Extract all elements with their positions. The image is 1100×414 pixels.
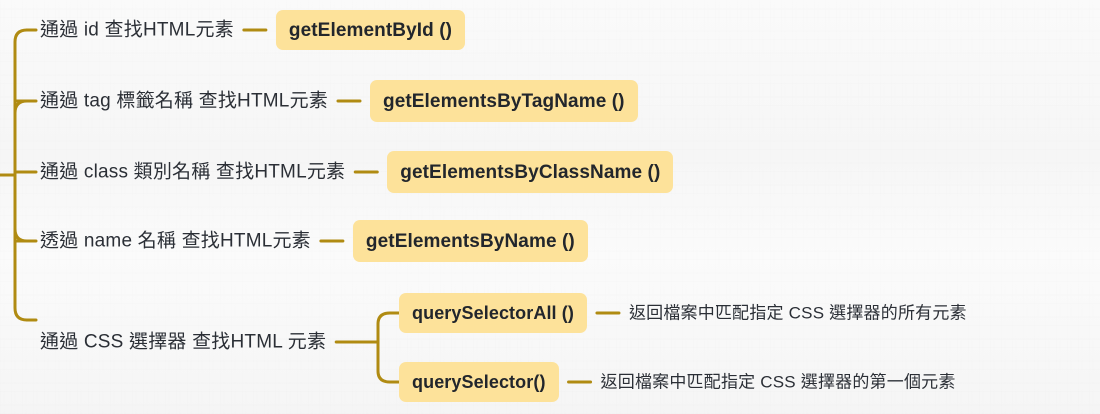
api-badge-by-name[interactable]: getElementsByName () xyxy=(352,220,588,262)
topic-label-by-id: 通過 id 查找HTML元素 xyxy=(40,19,234,41)
api-badge-query-selector-all[interactable]: querySelectorAll () xyxy=(399,293,587,333)
api-badge-by-tag-name[interactable]: getElementsByTagName () xyxy=(369,80,638,122)
api-badge-query-selector[interactable]: querySelector() xyxy=(399,362,559,402)
topic-label-by-css-selector: 通過 CSS 選擇器 查找HTML 元素 xyxy=(40,331,327,353)
topic-label-by-class-name: 通過 class 類別名稱 查找HTML元素 xyxy=(40,161,346,183)
description-query-selector: 返回檔案中匹配指定 CSS 選擇器的第一個元素 xyxy=(600,372,956,392)
topic-label-by-tag-name: 通過 tag 標籤名稱 查找HTML元素 xyxy=(40,90,328,112)
description-query-selector-all: 返回檔案中匹配指定 CSS 選擇器的所有元素 xyxy=(628,303,967,323)
spine-elbow-2 xyxy=(13,99,29,115)
api-badge-by-class-name[interactable]: getElementsByClassName () xyxy=(387,151,674,193)
main-spine xyxy=(13,28,29,322)
api-badge-by-id[interactable]: getElementById () xyxy=(275,10,466,50)
topic-label-by-name: 透過 name 名稱 查找HTML元素 xyxy=(40,230,311,252)
css-sub-spine xyxy=(376,311,392,384)
spine-elbow-4 xyxy=(13,227,29,243)
